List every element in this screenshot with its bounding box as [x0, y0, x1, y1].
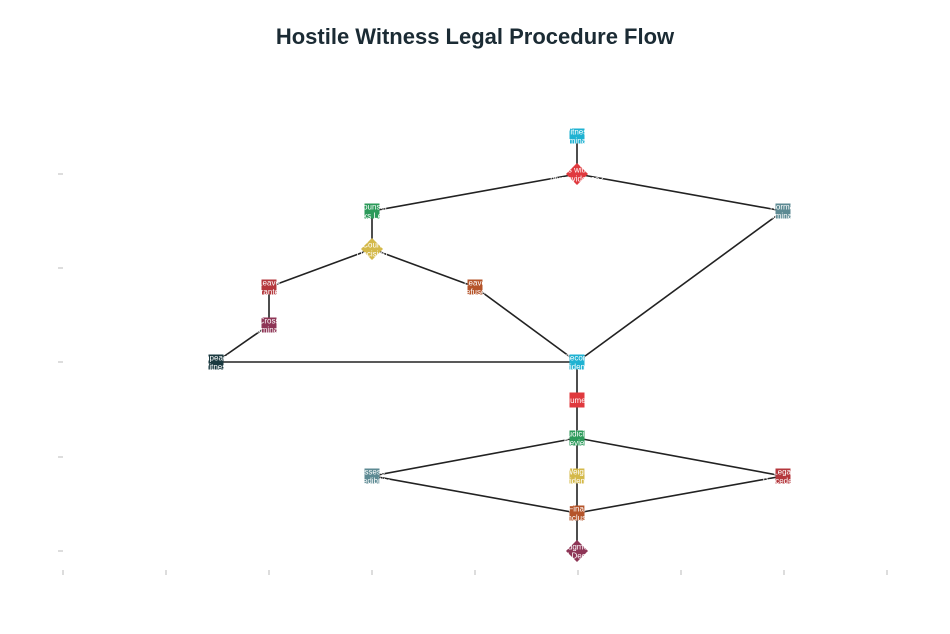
flow-edge	[576, 437, 784, 477]
node-label: Examination	[761, 212, 805, 221]
decision-diamond	[361, 238, 383, 260]
flow-edge	[576, 173, 784, 212]
node-label: Credibility	[354, 477, 389, 486]
node-label: Court	[362, 241, 382, 250]
flow-node-n11[interactable]: Arguments	[558, 392, 597, 408]
node-label: Cross	[259, 317, 280, 326]
node-label: Normal	[770, 203, 796, 212]
node-label: Weigh	[566, 468, 589, 477]
node-label: Judgment	[559, 543, 595, 552]
flow-edge	[474, 286, 578, 363]
process-box	[569, 392, 585, 408]
node-label: Examination	[247, 326, 291, 335]
node-label: Review	[564, 439, 590, 448]
node-label: Evidence	[561, 363, 594, 372]
process-box	[364, 203, 380, 219]
axis-ticks	[58, 173, 888, 575]
node-label: Final Decision	[552, 552, 602, 561]
node-label: Arguments	[558, 396, 597, 405]
flow-edge	[215, 324, 270, 363]
node-label: give evidence?	[550, 175, 604, 184]
node-label: Impeach	[201, 354, 232, 363]
diagram-title: Hostile Witness Legal Procedure Flow	[275, 24, 675, 49]
process-box	[775, 468, 791, 484]
node-label: Assess	[359, 468, 385, 477]
node-label: Legal	[773, 468, 793, 477]
node-label: Does witness	[553, 166, 601, 175]
process-box	[569, 430, 585, 446]
process-box	[569, 505, 585, 521]
process-box	[569, 468, 585, 484]
flow-edge	[268, 248, 373, 288]
flow-edge	[371, 173, 578, 212]
flow-edge	[576, 475, 784, 514]
node-label: Refused	[460, 288, 490, 297]
decision-diamond	[566, 540, 588, 562]
flow-edge	[576, 210, 784, 363]
node-label: Leave	[464, 279, 486, 288]
process-box	[364, 468, 380, 484]
node-label: Counsel	[357, 203, 387, 212]
edge-layer	[215, 136, 784, 551]
node-label: Examination	[555, 137, 599, 146]
node-label: Evidence	[561, 477, 594, 486]
node-label: Leave	[258, 279, 280, 288]
node-label: Judicial	[564, 430, 591, 439]
node-label: Final	[568, 505, 586, 514]
node-label: Record	[564, 354, 590, 363]
process-box	[569, 128, 585, 144]
node-label: Conclusion	[557, 514, 597, 523]
node-label: Precedents	[763, 477, 803, 486]
flow-edge	[371, 437, 578, 477]
decision-diamond	[566, 163, 588, 185]
flow-edge	[371, 475, 578, 514]
node-label: Witness	[563, 128, 591, 137]
process-box	[467, 279, 483, 295]
node-label: Witness	[202, 363, 230, 372]
node-label: Seeks Leave	[349, 212, 396, 221]
process-box	[569, 354, 585, 370]
process-box	[208, 354, 224, 370]
process-box	[261, 279, 277, 295]
node-label: Decision	[357, 250, 388, 259]
process-box	[261, 317, 277, 333]
flow-edge	[371, 248, 476, 288]
process-box	[775, 203, 791, 219]
node-label: Granted	[255, 288, 284, 297]
